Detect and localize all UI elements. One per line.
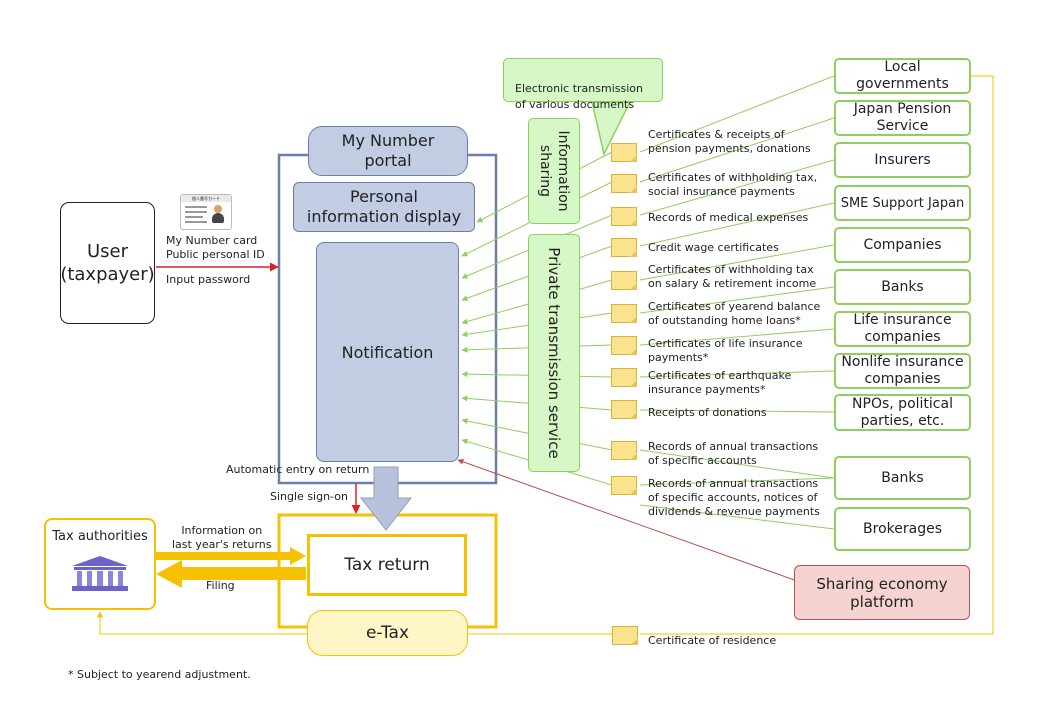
etax-label: e-Tax [365, 623, 410, 643]
source-label: Insurers [874, 151, 931, 168]
source-label: Local governments [856, 59, 949, 92]
source-label: NPOs, political parties, etc. [852, 395, 953, 429]
information-sharing-band: Information sharing [528, 118, 580, 224]
sharing-economy-arrow [457, 458, 801, 583]
sso-label: Single sign-on [270, 490, 348, 503]
source-banks-2[interactable]: Banks [834, 456, 971, 500]
document-label: Credit wage certificates [648, 241, 779, 254]
callout-text: Electronic transmission of various docum… [515, 82, 643, 111]
document-label: Certificates & receipts of pension payme… [648, 128, 811, 155]
user-label: User (taxpayer) [60, 241, 155, 285]
document-icon [611, 304, 637, 323]
source-connectors [639, 75, 835, 530]
auto-entry-label: Automatic entry on return [226, 463, 370, 476]
document-label: Certificates of life insurance payments* [648, 337, 803, 364]
info-sharing-label: Information sharing [537, 130, 571, 212]
input-password-label: Input password [166, 273, 251, 286]
residence-label: Certificate of residence [648, 634, 777, 647]
filing-label: Filing [206, 579, 235, 592]
document-icon [611, 441, 637, 460]
document-icon [611, 174, 637, 193]
source-companies[interactable]: Companies [834, 227, 971, 263]
source-npos[interactable]: NPOs, political parties, etc. [834, 394, 971, 431]
user-box[interactable]: User (taxpayer) [60, 202, 155, 324]
document-icon [611, 336, 637, 355]
source-label: SME Support Japan [840, 195, 965, 211]
document-icon [611, 400, 637, 419]
source-local-governments[interactable]: Local governments [834, 58, 971, 94]
source-sme-support[interactable]: SME Support Japan [834, 185, 971, 221]
source-label: Japan Pension Service [853, 101, 952, 134]
source-banks[interactable]: Banks [834, 269, 971, 305]
source-insurers[interactable]: Insurers [834, 142, 971, 178]
source-label: Brokerages [863, 520, 942, 537]
private-transmission-label: Private transmission service [545, 247, 563, 459]
document-icon [611, 207, 637, 226]
source-life-insurance[interactable]: Life insurance companies [834, 311, 971, 347]
sharing-economy-platform[interactable]: Sharing economy platform [794, 565, 970, 620]
source-label: Banks [881, 469, 924, 486]
info-last-year-label: Information on last year's returns [172, 524, 272, 551]
my-number-card-icon: 個人番号カード [180, 194, 232, 230]
card-photo-icon [211, 205, 225, 225]
my-number-portal[interactable]: My Number portal [308, 126, 468, 176]
source-brokerages[interactable]: Brokerages [834, 507, 971, 551]
personal-display-label: Personal information display [306, 187, 462, 226]
card-line-1: My Number card [166, 234, 258, 247]
residence-route [640, 75, 994, 635]
card-line-2: Public personal ID [166, 248, 265, 261]
sharing-economy-label: Sharing economy platform [816, 574, 948, 611]
info-arrow [156, 547, 306, 565]
document-label: Records of annual transactions of specif… [648, 477, 820, 518]
private-transmission-band: Private transmission service [528, 234, 580, 472]
document-label: Certificates of yearend balance of outst… [648, 300, 821, 327]
document-label: Receipts of donations [648, 406, 767, 419]
notification-label: Notification [341, 342, 434, 362]
document-label: Certificates of withholding tax on salar… [648, 263, 817, 290]
auto-entry-arrow [359, 466, 413, 531]
electronic-transmission-callout: Electronic transmission of various docum… [503, 58, 663, 111]
document-icon [612, 626, 638, 645]
footnote: * Subject to yearend adjustment. [68, 668, 251, 681]
document-icon [611, 271, 637, 290]
source-label: Companies [863, 236, 942, 253]
document-icon [611, 238, 637, 257]
tax-return-label: Tax return [344, 555, 430, 575]
document-icon [611, 368, 637, 387]
document-label: Certificates of withholding tax, social … [648, 171, 818, 198]
tax-authorities-box[interactable]: Tax authorities [44, 518, 156, 610]
document-icon [611, 143, 637, 162]
document-label: Records of annual transactions of specif… [648, 440, 819, 467]
document-icon [611, 476, 637, 495]
notification-panel[interactable]: Notification [316, 242, 459, 462]
document-label: Records of medical expenses [648, 211, 809, 224]
source-japan-pension[interactable]: Japan Pension Service [834, 100, 971, 136]
document-label: Certificates of earthquake insurance pay… [648, 369, 792, 396]
personal-info-display[interactable]: Personal information display [293, 182, 475, 232]
government-building-icon [72, 556, 128, 591]
source-label: Nonlife insurance companies [841, 354, 964, 387]
etax-pill[interactable]: e-Tax [307, 610, 468, 656]
callout-pointer [591, 101, 632, 157]
filing-arrow [156, 560, 306, 588]
tax-authorities-title: Tax authorities [52, 529, 148, 544]
source-label: Life insurance companies [853, 312, 952, 345]
source-label: Banks [881, 278, 924, 295]
tax-return-box[interactable]: Tax return [307, 534, 467, 596]
portal-title: My Number portal [341, 131, 435, 170]
source-nonlife-insurance[interactable]: Nonlife insurance companies [834, 353, 971, 389]
card-title: 個人番号カード [181, 195, 231, 202]
